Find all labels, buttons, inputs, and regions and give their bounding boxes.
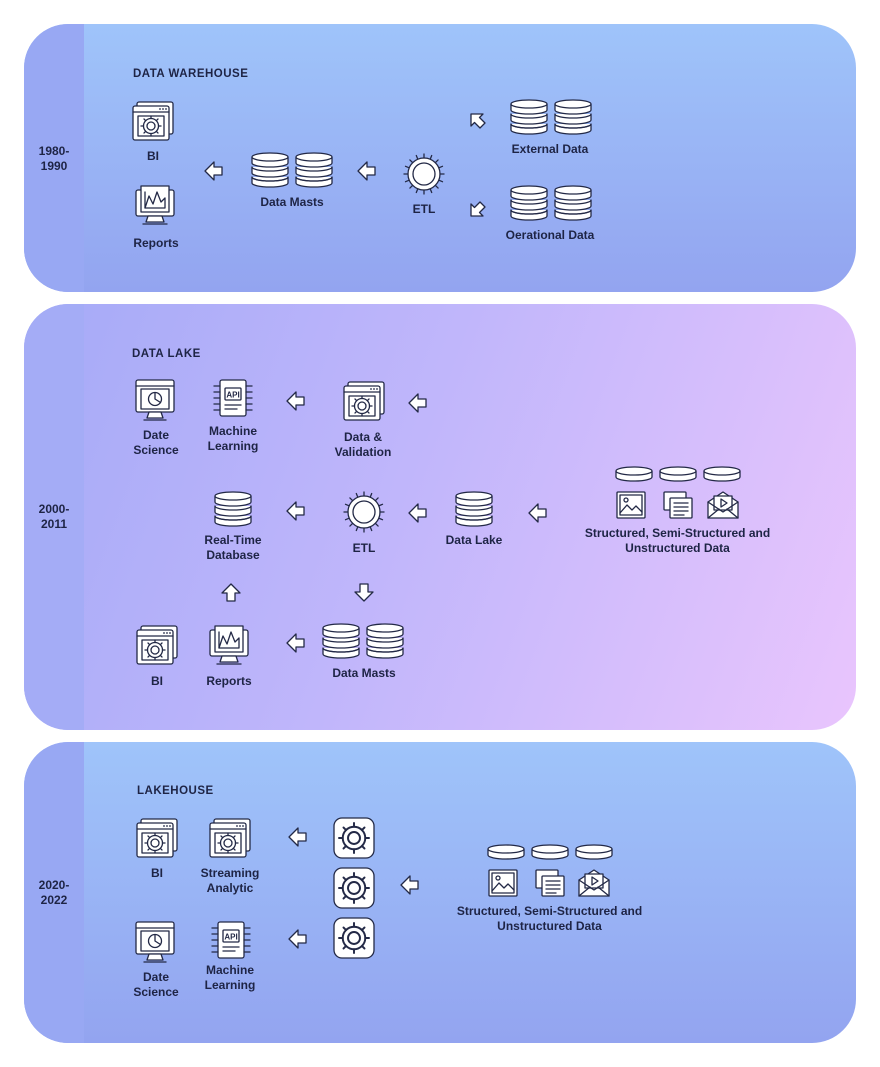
sources-label: Structured, Semi-Structured and Unstruct… [584, 526, 771, 555]
disk-icon [486, 843, 526, 861]
machine-learning-label: Machine Learning [207, 424, 259, 453]
etl-label: ETL [412, 202, 436, 216]
image-file-icon [615, 490, 647, 520]
reports-icon [134, 184, 176, 228]
disk-icon [530, 843, 570, 861]
panel-title: LAKEHOUSE [137, 785, 214, 797]
realtime-database-label: Real-Time Database [204, 533, 262, 562]
arrow-diag-icon [468, 199, 488, 219]
etl-label: ETL [352, 541, 376, 555]
etl-gear-icon [342, 490, 386, 534]
document-icon [662, 490, 694, 520]
bi-label: BI [151, 866, 163, 880]
era-label: 1980- 1990 [38, 144, 70, 173]
document-icon [534, 868, 566, 898]
data-masts-label: Data Masts [332, 666, 396, 680]
date-science-label: Date Science [133, 428, 179, 457]
database-icon [365, 624, 405, 658]
disk-icon [574, 843, 614, 861]
api-chip-icon [210, 920, 252, 960]
reports-label: Reports [133, 236, 179, 250]
arrow-up-icon [220, 583, 242, 603]
gear-box-icon [332, 866, 376, 910]
bi-icon [131, 100, 175, 142]
data-science-icon [134, 378, 176, 424]
disk-icon [614, 465, 654, 483]
date-science-label: Date Science [133, 970, 179, 999]
era-label: 2020- 2022 [38, 878, 70, 907]
panel-data-warehouse: 1980- 1990 DATA WAREHOUSE BI Reports Dat… [24, 24, 856, 292]
bi-label: BI [151, 674, 163, 688]
reports-icon [208, 624, 250, 668]
panel-lakehouse: 2020- 2022 LAKEHOUSE BI Streaming Analyt… [24, 742, 856, 1043]
arrow-down-icon [353, 582, 375, 602]
arrow-left-icon [204, 160, 224, 182]
arrow-left-icon [528, 502, 548, 524]
database-icon [213, 491, 253, 527]
database-icon [509, 100, 549, 134]
database-icon [321, 624, 361, 658]
arrow-left-icon [400, 874, 420, 896]
database-icon [294, 153, 334, 187]
image-file-icon [487, 868, 519, 898]
api-chip-icon [212, 378, 254, 418]
database-icon [509, 186, 549, 220]
data-masts-label: Data Masts [260, 195, 324, 209]
external-data-label: External Data [511, 142, 589, 156]
arrow-left-icon [286, 390, 306, 412]
arrow-left-icon [408, 502, 428, 524]
data-lake-label: Data Lake [445, 533, 503, 547]
bi-icon [135, 817, 179, 859]
database-icon [553, 100, 593, 134]
arrow-left-icon [357, 160, 377, 182]
video-envelope-icon [577, 868, 611, 898]
arrow-left-icon [408, 392, 428, 414]
bi-label: BI [147, 149, 159, 163]
disk-icon [702, 465, 742, 483]
streaming-analytic-label: Streaming Analytic [200, 866, 260, 895]
data-science-icon [134, 920, 176, 966]
gear-box-icon [332, 916, 376, 960]
arrow-left-icon [288, 928, 308, 950]
reports-label: Reports [206, 674, 252, 688]
validation-icon [342, 380, 386, 422]
data-validation-label: Data & Validation [334, 430, 392, 459]
database-icon [250, 153, 290, 187]
sources-label: Structured, Semi-Structured and Unstruct… [456, 904, 643, 933]
gear-box-icon [332, 816, 376, 860]
panel-data-lake: 2000- 2011 DATA LAKE Date Science Machin… [24, 304, 856, 730]
panel-title: DATA LAKE [132, 348, 201, 360]
panel-title: DATA WAREHOUSE [133, 68, 249, 80]
etl-gear-icon [402, 152, 446, 196]
disk-icon [658, 465, 698, 483]
streaming-icon [208, 817, 252, 859]
operational-data-label: Oerational Data [505, 228, 595, 242]
machine-learning-label: Machine Learning [204, 963, 256, 992]
arrow-left-icon [286, 500, 306, 522]
bi-icon [135, 624, 179, 666]
era-label: 2000- 2011 [38, 502, 70, 531]
arrow-left-icon [288, 826, 308, 848]
database-icon [553, 186, 593, 220]
arrow-left-icon [286, 632, 306, 654]
arrow-diag-icon [468, 111, 488, 131]
data-lake-icon [454, 491, 494, 527]
video-envelope-icon [706, 490, 740, 520]
